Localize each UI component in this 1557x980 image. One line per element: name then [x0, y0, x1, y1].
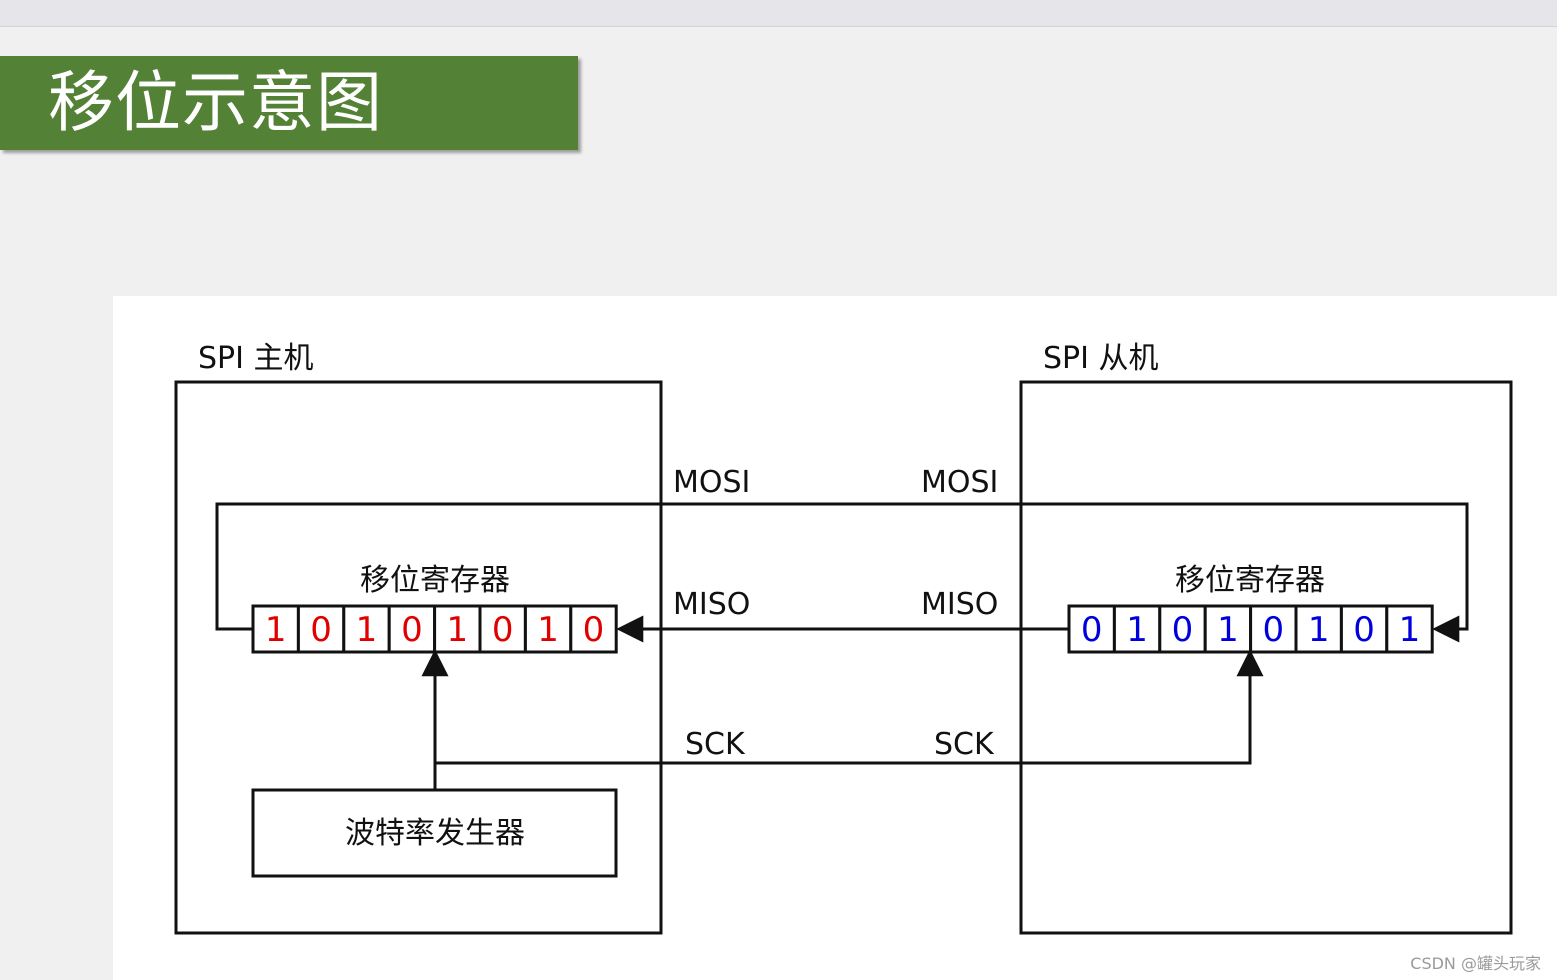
master-register-bit: 0: [492, 610, 514, 650]
master-register-cell: [523, 604, 573, 654]
master-register-bit: 0: [583, 610, 605, 650]
master-register-bit: 1: [537, 610, 559, 650]
master-register-bit: 0: [310, 610, 332, 650]
master-register-bit: 0: [401, 610, 423, 650]
master-register-bit: 1: [356, 610, 378, 650]
slide-title: 移位示意图: [48, 64, 383, 141]
sck-slave-label: SCK: [934, 727, 995, 762]
slave-register-cell: [1385, 604, 1434, 654]
slave-box: [1019, 380, 1513, 935]
slave-register-cell: [1158, 604, 1207, 654]
master-label: SPI 主机: [198, 341, 314, 376]
slave-register-label: 移位寄存器: [1175, 563, 1325, 598]
master-register-cell: [387, 604, 437, 654]
miso-master-label: MISO: [673, 587, 750, 622]
slave-register-cell: [1067, 604, 1116, 654]
master-register-cell: [251, 604, 300, 654]
miso-slave-label: MISO: [921, 587, 998, 622]
slave-register-cell: [1339, 604, 1389, 654]
spi-shift-diagram: SPI 主机 SPI 从机 MOSI MOSI MISO MISO SCK SC…: [174, 341, 1513, 935]
slave-register-bit: 0: [1353, 610, 1375, 650]
window-top-bar: [0, 0, 1557, 27]
slave-label: SPI 从机: [1043, 341, 1159, 376]
master-register-bit: 1: [446, 610, 468, 650]
baud-rate-generator-box: [251, 788, 618, 878]
slave-register-bit: 1: [1308, 610, 1330, 650]
diagram-canvas: SPI 主机 SPI 从机 MOSI MOSI MISO MISO SCK SC…: [113, 296, 1557, 980]
mosi-master-label: MOSI: [673, 465, 750, 500]
slave-register-bit: 0: [1081, 610, 1103, 650]
watermark: CSDN @罐头玩家: [1410, 954, 1541, 973]
master-box: [174, 380, 663, 935]
sck-slave-line: [435, 649, 1264, 765]
master-register-cell: [296, 604, 346, 654]
mosi-slave-label: MOSI: [921, 465, 998, 500]
mosi-line: [215, 502, 1469, 643]
master-register-cell: [569, 604, 618, 654]
sck-master-label: SCK: [685, 727, 746, 762]
baud-rate-generator-label: 波特率发生器: [345, 816, 525, 851]
slave-register-bit: 0: [1262, 610, 1284, 650]
slave-register-bit: 1: [1126, 610, 1148, 650]
slave-register-bit: 0: [1172, 610, 1194, 650]
slave-register-bit: 1: [1217, 610, 1239, 650]
title-banner: 移位示意图: [0, 56, 578, 150]
master-register-label: 移位寄存器: [360, 563, 510, 598]
master-register-bit: 1: [265, 610, 287, 650]
slave-register-bit: 1: [1399, 610, 1421, 650]
